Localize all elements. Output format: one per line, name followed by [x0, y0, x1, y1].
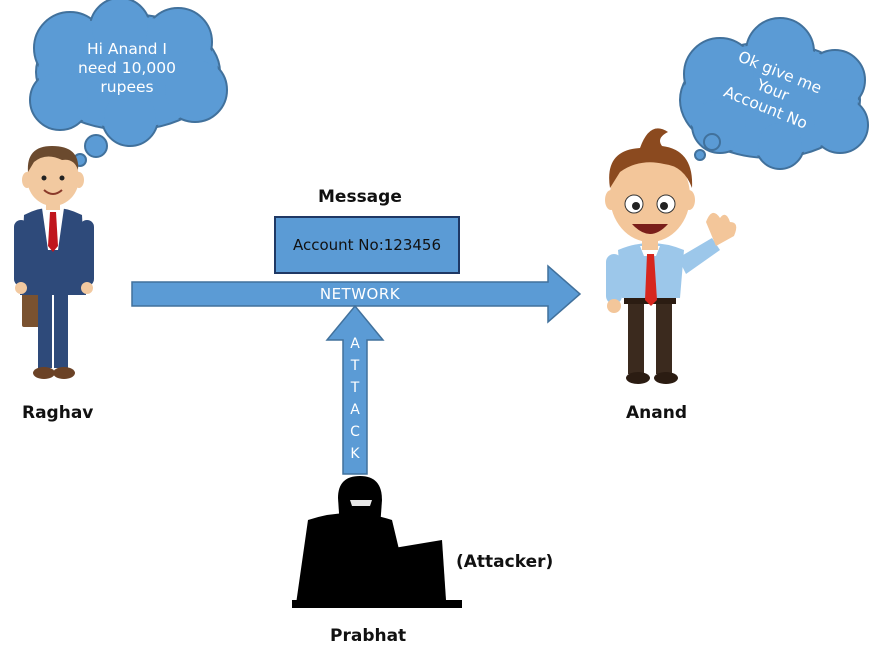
attack-letter: A	[350, 336, 360, 352]
message-heading: Message	[318, 187, 402, 207]
attack-letter: C	[350, 424, 360, 440]
raghav-name-label: Raghav	[22, 403, 94, 423]
raghav-speech: Hi Anand I need 10,000 rupees	[62, 40, 192, 97]
message-box: Account No:123456	[274, 216, 460, 274]
network-arrow	[131, 264, 582, 324]
anand-thought-cloud	[679, 17, 869, 170]
raghav-speech-line: rupees	[100, 78, 154, 96]
anand-name-label: Anand	[626, 403, 688, 423]
raghav-speech-line: Hi Anand I	[87, 40, 167, 58]
attacker-role-label: (Attacker)	[456, 552, 554, 572]
message-box-text: Account No:123456	[292, 236, 442, 254]
attack-letter: A	[350, 402, 360, 418]
anand-figure	[605, 128, 737, 384]
network-label: NETWORK	[319, 285, 401, 303]
attack-letter: T	[350, 380, 360, 396]
raghav-figure	[14, 146, 94, 379]
attack-letter: T	[350, 358, 360, 374]
raghav-thought-cloud	[29, 0, 228, 167]
attack-letter: K	[350, 446, 360, 462]
prabhat-name-label: Prabhat	[330, 626, 407, 646]
prabhat-hacker-figure	[292, 476, 462, 608]
hacker-eyes-slit	[350, 500, 372, 506]
raghav-speech-line: need 10,000	[78, 59, 176, 77]
attack-arrow	[325, 304, 385, 475]
